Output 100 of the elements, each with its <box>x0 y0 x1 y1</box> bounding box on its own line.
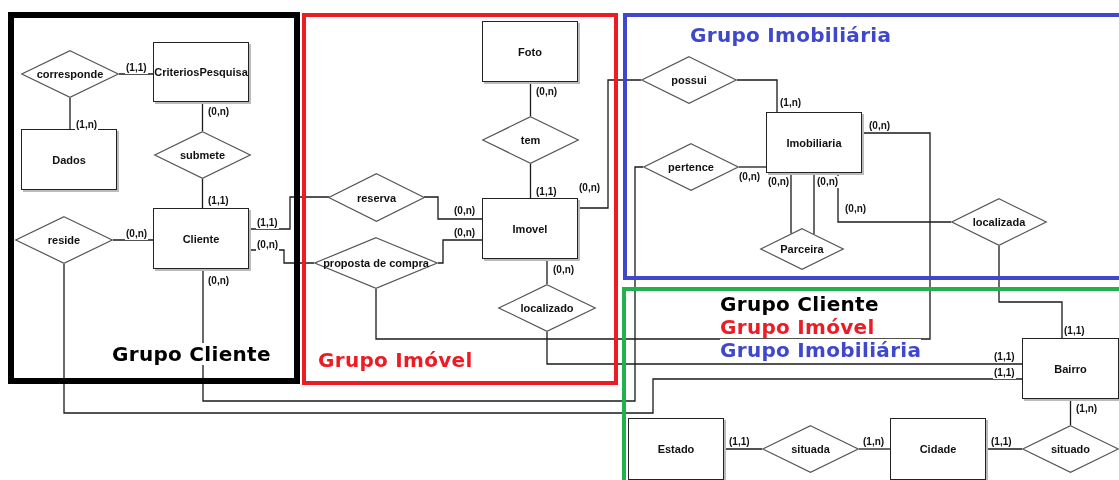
cardinality-label: (1,1) <box>207 195 230 207</box>
entity-label: Cliente <box>182 232 220 245</box>
connector-line <box>69 97 71 130</box>
relationship-label: localizada <box>972 216 1026 228</box>
cardinality-label: (1,1) <box>535 186 558 198</box>
connector-line <box>738 166 767 168</box>
entity-label: Imovel <box>512 222 548 235</box>
group-frame <box>623 13 1119 280</box>
cardinality-label: (0,n) <box>125 228 149 240</box>
relationship-diamond <box>760 228 844 270</box>
cardinality-label: (1,1) <box>256 217 279 229</box>
cardinality-label: (1,1) <box>1063 325 1086 337</box>
entity-label: Dados <box>52 153 86 166</box>
cardinality-label: (1,n) <box>779 97 803 109</box>
group-frame <box>622 287 1119 480</box>
connector-line <box>201 178 204 209</box>
cardinality-label: (0,n) <box>844 203 868 215</box>
relationship-label: possui <box>671 74 707 86</box>
entity-label: Cidade <box>919 443 957 455</box>
connector-line <box>813 172 815 235</box>
connector-line <box>529 163 532 199</box>
connector-line <box>248 196 330 230</box>
cardinality-label: (1,1) <box>125 62 148 74</box>
cardinality-label: (1,n) <box>1075 403 1099 415</box>
relationship-diamond <box>314 237 438 289</box>
cardinality-label: (1,1) <box>728 436 751 448</box>
entity-box <box>153 42 249 102</box>
group-title: Grupo Cliente <box>112 343 271 365</box>
relationship-diamond <box>498 284 596 332</box>
relationship-diamond <box>1022 425 1119 473</box>
relationship-label: proposta de compra <box>323 257 429 269</box>
group-frame <box>8 12 300 384</box>
connector-line <box>375 132 931 340</box>
entity-label: Foto <box>518 45 542 58</box>
connector-line <box>736 79 778 113</box>
cardinality-label: (1,1) <box>993 351 1016 363</box>
cardinality-label: (0,n) <box>816 176 840 188</box>
relationship-diamond <box>328 173 425 222</box>
relationship-label: tem <box>520 134 541 146</box>
cardinality-label: (1,n) <box>862 436 886 448</box>
entity-label: Bairro <box>1054 362 1087 375</box>
connector-line <box>858 448 891 450</box>
group-title: Grupo Imóvel <box>318 349 473 371</box>
connector-line <box>1069 398 1072 426</box>
group-title: Grupo Imóvel <box>720 316 875 338</box>
cardinality-label: (0,n) <box>453 227 477 239</box>
cardinality-label: (1,n) <box>75 119 99 131</box>
cardinality-label: (1,1) <box>993 367 1016 379</box>
entity-box <box>1022 338 1119 399</box>
relationship-diamond <box>154 131 251 179</box>
connector-line <box>790 172 792 235</box>
connector-line <box>577 79 642 209</box>
cardinality-label: (0,n) <box>256 239 280 251</box>
entity-box <box>628 418 724 480</box>
connector-line <box>437 239 483 264</box>
cardinality-label: (0,n) <box>207 275 231 287</box>
group-title: Grupo Imobiliária <box>690 24 892 46</box>
relationship-diamond <box>482 116 579 164</box>
connector-line <box>423 196 483 220</box>
connector-line <box>63 263 1023 414</box>
group-frame <box>302 13 618 385</box>
relationship-diamond <box>21 50 119 98</box>
connector-line <box>985 448 1023 450</box>
entity-box <box>890 418 986 480</box>
connector-line <box>837 172 952 223</box>
entity-label: Imobiliaria <box>786 136 842 149</box>
relationship-label: situado <box>1050 443 1091 455</box>
entity-box <box>21 129 117 190</box>
entity-box <box>153 208 249 269</box>
connector-line <box>529 81 532 117</box>
relationship-diamond <box>951 198 1047 246</box>
relationship-label: reside <box>47 234 81 246</box>
relationship-label: pertence <box>668 161 714 173</box>
relationship-diamond <box>15 216 113 264</box>
entity-label: CriteriosPesquisa <box>154 66 248 78</box>
connector-line <box>546 331 1023 365</box>
cardinality-label: (0,n) <box>767 176 791 188</box>
connector-line <box>998 245 1063 339</box>
entity-box <box>482 21 578 82</box>
relationship-label: situada <box>791 443 830 455</box>
entity-box <box>766 112 862 173</box>
cardinality-label: (0,n) <box>453 205 477 217</box>
group-title: Grupo Imobiliária <box>720 339 922 361</box>
connector-line <box>112 239 154 241</box>
cardinality-label: (0,n) <box>535 86 559 98</box>
cardinality-label: (0,n) <box>578 182 602 194</box>
relationship-label: localizado <box>520 302 574 314</box>
relationship-diamond <box>641 56 737 104</box>
relationship-label: submete <box>179 149 226 161</box>
relationship-diamond <box>762 425 859 473</box>
connector-line <box>201 101 204 132</box>
connector-line <box>546 258 548 285</box>
cardinality-label: (0,n) <box>207 106 231 118</box>
cardinality-label: (0,n) <box>552 264 576 276</box>
connector-line <box>118 73 154 75</box>
cardinality-label: (0,n) <box>868 120 892 132</box>
cardinality-label: (0,n) <box>738 171 762 183</box>
connector-line <box>248 249 315 264</box>
cardinality-label: (1,1) <box>990 436 1013 448</box>
relationship-label: corresponde <box>36 68 104 80</box>
